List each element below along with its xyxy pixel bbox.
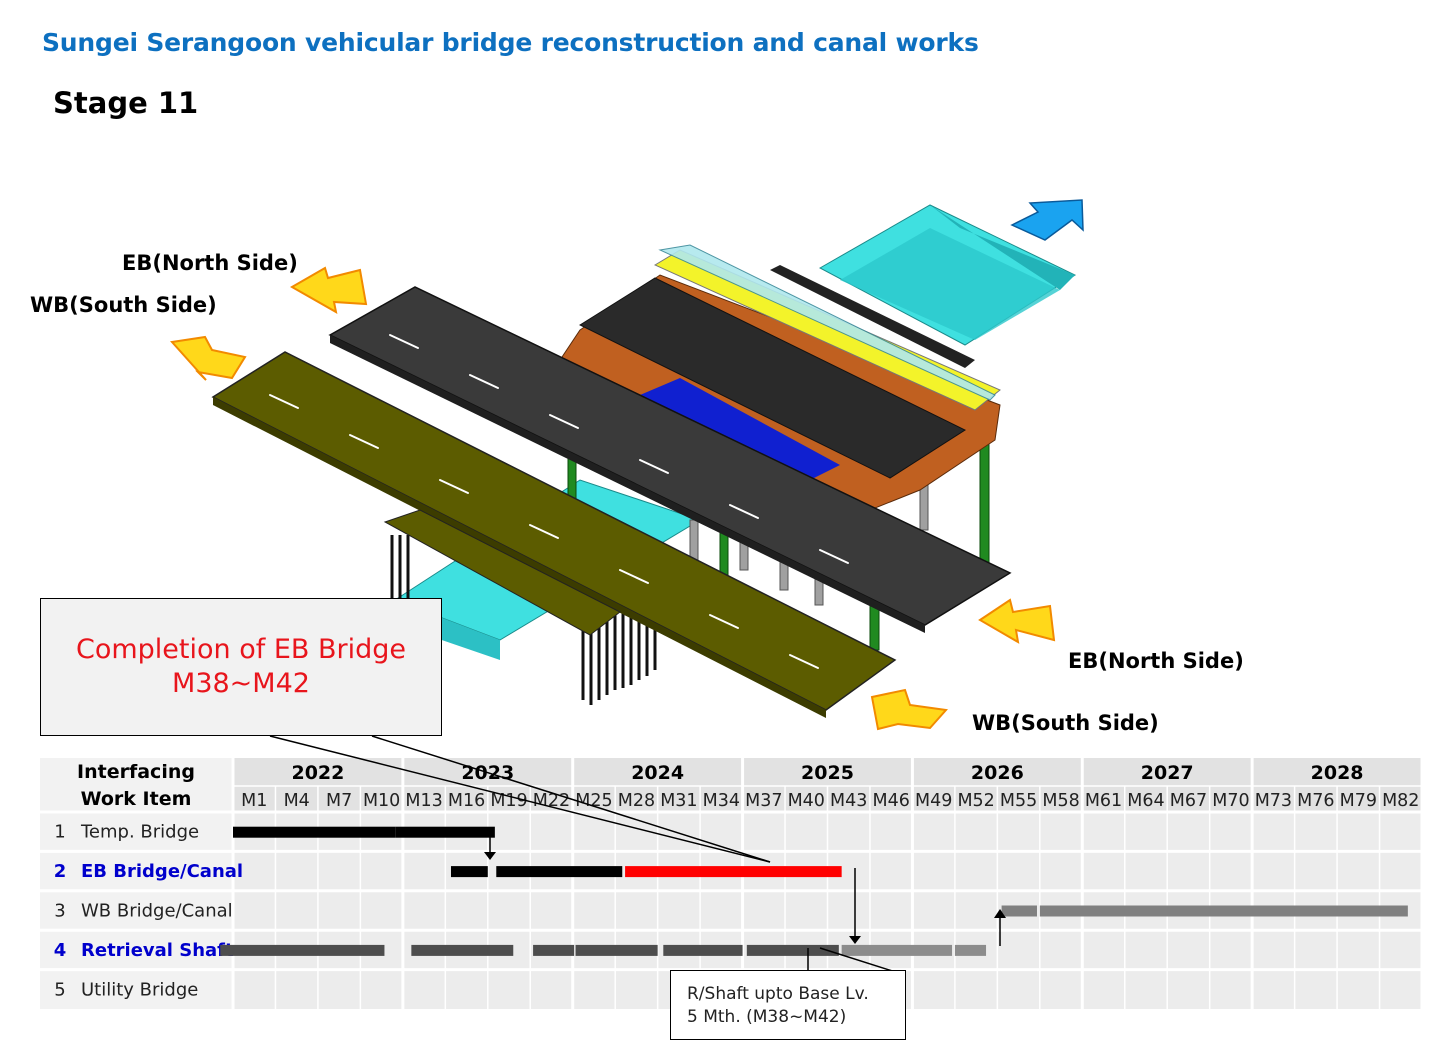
eb-deck (328, 286, 1012, 633)
arrow-wb-bottom (870, 688, 948, 731)
month-label: M55 (1000, 791, 1037, 811)
arrow-wb-top (170, 335, 247, 381)
callout-leader-2 (371, 735, 771, 863)
wb-south-label-bottom: WB(South Side) (972, 711, 1159, 735)
schedule-bar (450, 866, 488, 878)
month-label: M1 (241, 791, 267, 811)
shaft-note: R/Shaft upto Base Lv. 5 Mth. (M38~M42) (670, 970, 906, 1040)
row-label: WB Bridge/Canal (81, 901, 233, 922)
year-label: 2026 (971, 762, 1024, 784)
canal-upstream (818, 204, 1077, 346)
arrow-eb-top (289, 266, 368, 314)
month-label: M82 (1382, 791, 1419, 811)
month-label: M40 (788, 791, 825, 811)
schedule-bar (533, 944, 575, 956)
row-number: 2 (54, 861, 67, 882)
month-label: M13 (405, 791, 442, 811)
month-label: M25 (575, 791, 612, 811)
month-label: M28 (618, 791, 655, 811)
wb-deck (211, 351, 897, 718)
month-label: M16 (448, 791, 485, 811)
bridge-isometric-diagram (170, 199, 1084, 731)
schedule-bar (625, 866, 842, 878)
month-label: M76 (1297, 791, 1334, 811)
schedule-bar (841, 944, 953, 956)
row-number: 4 (54, 940, 67, 961)
month-label: M49 (915, 791, 952, 811)
traffic-arrows (170, 266, 1056, 731)
month-label: M64 (1127, 791, 1164, 811)
header-work-item: Work Item (81, 788, 192, 810)
schedule-bar (411, 944, 514, 956)
month-label: M70 (1212, 791, 1249, 811)
page-title: Sungei Serangoon vehicular bridge recons… (42, 28, 979, 57)
row-number: 1 (54, 822, 65, 843)
month-label: M7 (326, 791, 352, 811)
row-label: Temp. Bridge (80, 822, 199, 843)
month-label: M52 (957, 791, 994, 811)
completion-callout: Completion of EB Bridge M38~M42 (40, 598, 442, 736)
lane-markings (269, 334, 849, 669)
header-interfacing: Interfacing (77, 761, 195, 783)
callout-line-1: Completion of EB Bridge (75, 634, 406, 665)
year-label: 2025 (801, 762, 854, 784)
month-label: M22 (533, 791, 570, 811)
month-label: M61 (1085, 791, 1122, 811)
month-label: M4 (284, 791, 310, 811)
schedule-bar (663, 944, 743, 956)
month-label: M46 (873, 791, 910, 811)
row-number: 5 (54, 979, 65, 1000)
callout-line-2: M38~M42 (172, 668, 310, 699)
schedule-bar (1039, 905, 1408, 917)
month-label: M37 (745, 791, 782, 811)
eb-north-label-bottom: EB(North Side) (1068, 649, 1244, 673)
row-label: Retrieval Shaft (81, 940, 234, 961)
year-label: 2028 (1311, 762, 1364, 784)
year-label: 2024 (631, 762, 684, 784)
row-label: EB Bridge/Canal (81, 861, 243, 882)
eb-bridge-structure (559, 244, 1001, 511)
month-label: M67 (1170, 791, 1207, 811)
callout-leader-1 (269, 735, 771, 863)
schedule-bar (746, 944, 839, 956)
schedule-bar (954, 944, 987, 956)
schedule-bar (1001, 905, 1037, 917)
schedule-bar (220, 944, 385, 956)
dependency-arrow-1 (444, 827, 491, 854)
month-label: M79 (1340, 791, 1377, 811)
eb-north-label-top: EB(North Side) (122, 251, 298, 275)
schedule-bar (233, 826, 396, 838)
year-label: 2027 (1141, 762, 1194, 784)
month-label: M19 (490, 791, 527, 811)
row-number: 3 (54, 901, 65, 922)
arrow-eb-bottom (978, 598, 1056, 644)
month-label: M31 (660, 791, 697, 811)
month-label: M34 (703, 791, 740, 811)
wb-south-label-top: WB(South Side) (30, 293, 217, 317)
schedule-bar (496, 866, 623, 878)
year-label: 2022 (291, 762, 344, 784)
schedule-bar (395, 826, 495, 838)
stage-label: Stage 11 (53, 86, 199, 120)
flow-arrow-icon (1010, 199, 1084, 241)
month-label: M58 (1042, 791, 1079, 811)
note-line-2: 5 Mth. (M38~M42) (687, 1007, 847, 1027)
row-label: Utility Bridge (81, 979, 198, 1000)
note-line-1: R/Shaft upto Base Lv. (687, 984, 869, 1004)
month-label: M73 (1255, 791, 1292, 811)
month-label: M10 (363, 791, 400, 811)
schedule-bar (575, 944, 658, 956)
month-label: M43 (830, 791, 867, 811)
